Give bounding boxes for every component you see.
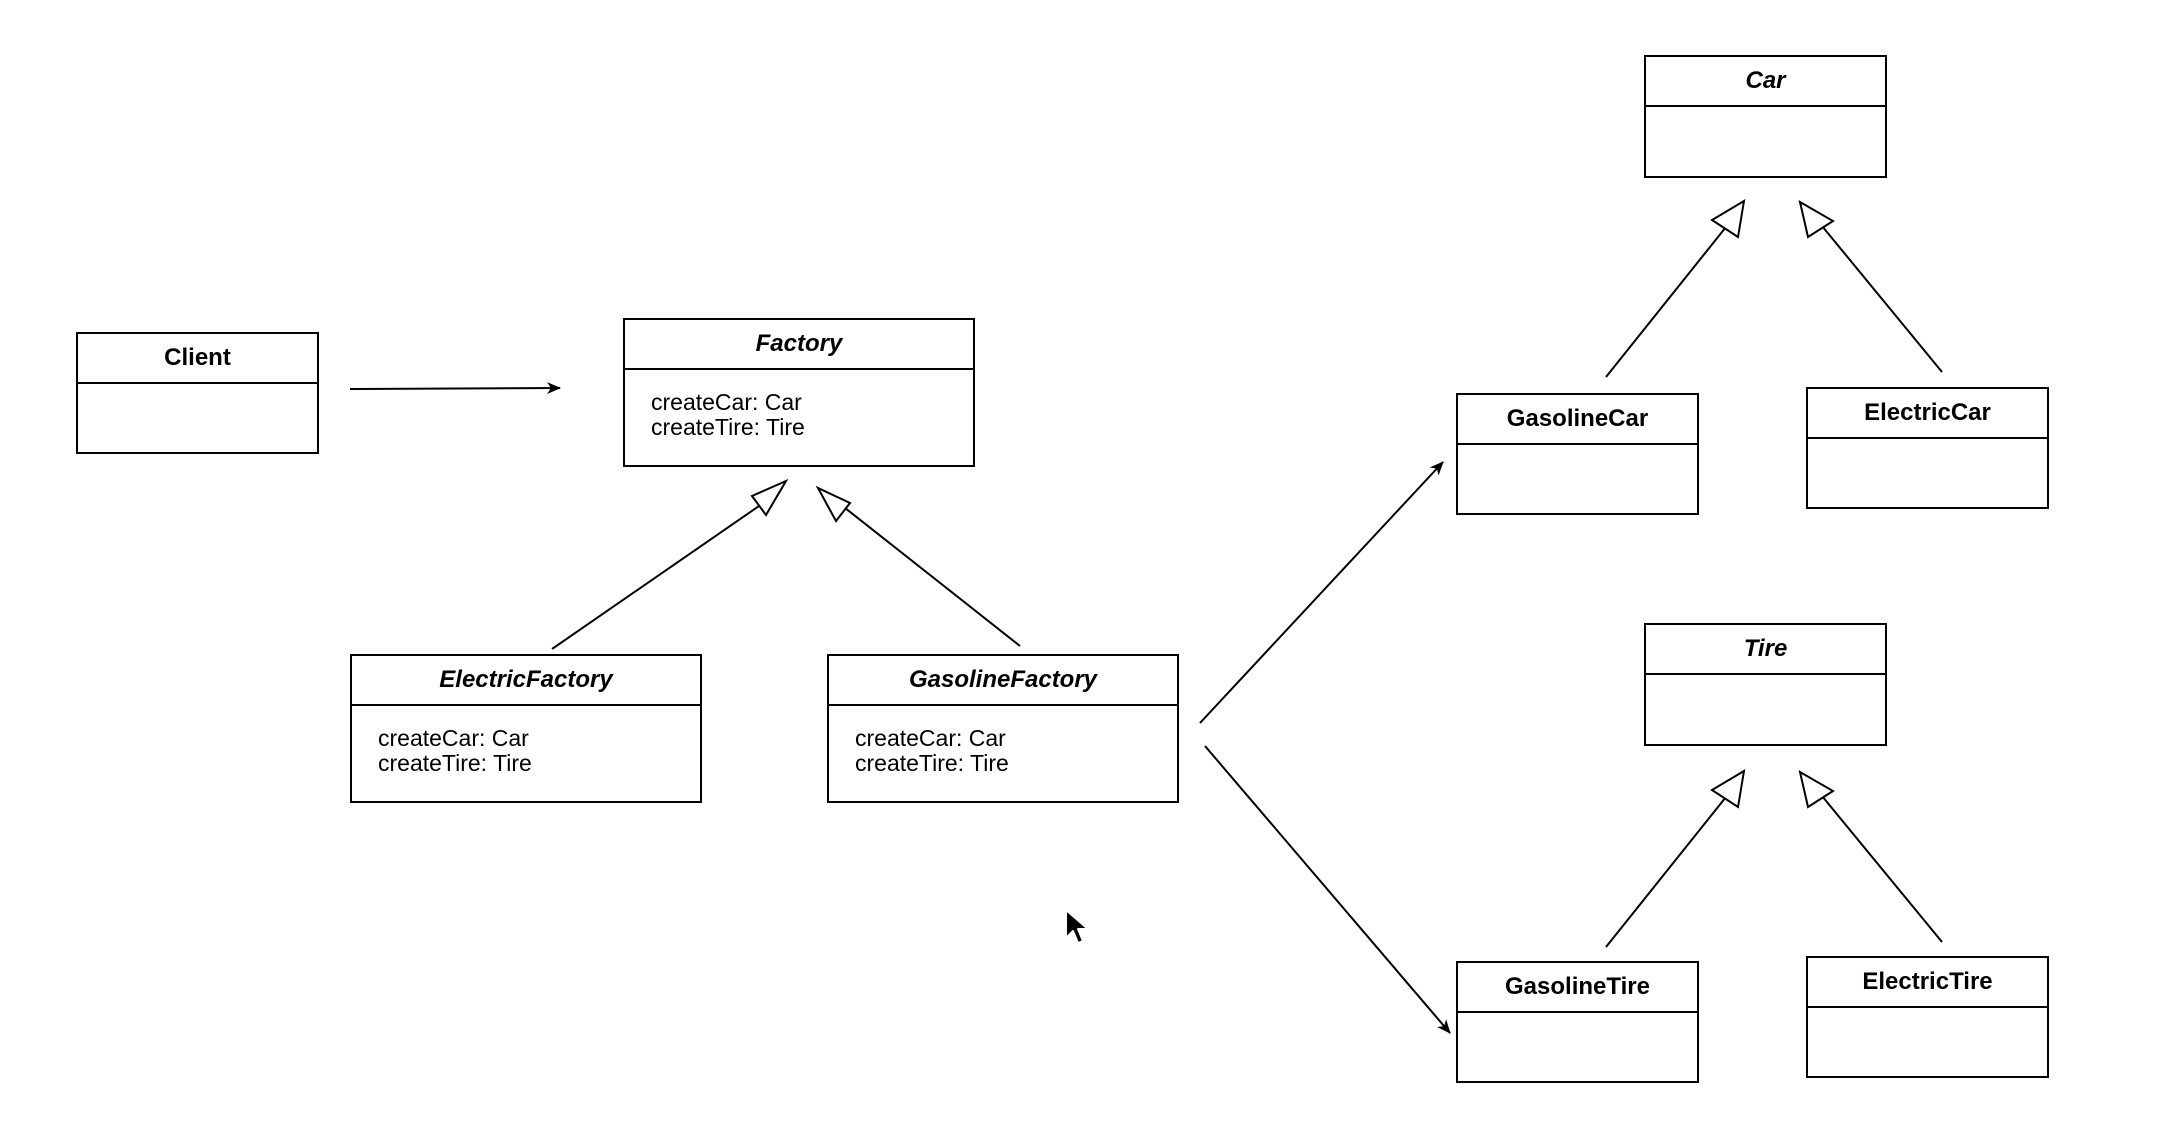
class-electric-factory-method-create-tire: createTire: Tire	[378, 750, 532, 776]
class-gasoline-tire[interactable]: GasolineTire	[1456, 961, 1699, 1083]
mouse-cursor-icon	[1065, 909, 1089, 944]
class-gasoline-factory[interactable]: GasolineFactory createCar: Car createTir…	[827, 654, 1179, 803]
generalization-gasolinefactory-arrowhead	[815, 485, 852, 523]
class-factory-method-create-tire: createTire: Tire	[651, 414, 805, 440]
class-car-name: Car	[1646, 57, 1885, 107]
class-factory[interactable]: Factory createCar: Car createTire: Tire	[623, 318, 975, 467]
class-electric-car[interactable]: ElectricCar	[1806, 387, 2049, 509]
class-electric-tire[interactable]: ElectricTire	[1806, 956, 2049, 1078]
generalization-electrictire-arrowhead	[1798, 769, 1835, 809]
class-client-name: Client	[78, 334, 317, 384]
class-factory-name: Factory	[625, 320, 973, 370]
generalization-electrictire-line	[1821, 795, 1943, 943]
class-electric-tire-body	[1808, 1008, 2047, 1028]
class-tire-name: Tire	[1646, 625, 1885, 675]
class-gasoline-factory-method-create-tire: createTire: Tire	[855, 750, 1009, 776]
class-gasoline-factory-method-create-car: createCar: Car	[855, 725, 1006, 751]
association-gasolinefactory-gasolinetire	[1204, 745, 1451, 1034]
generalization-gasolinefactory-line	[839, 503, 1021, 647]
class-electric-factory-method-create-car: createCar: Car	[378, 725, 529, 751]
generalization-gasolinecar-arrowhead	[1710, 199, 1746, 239]
generalization-electriccar-arrowhead	[1798, 199, 1835, 239]
class-gasoline-tire-name: GasolineTire	[1458, 963, 1697, 1013]
class-tire-body	[1646, 675, 1885, 695]
class-tire[interactable]: Tire	[1644, 623, 1887, 746]
class-electric-factory-body: createCar: Car createTire: Tire	[352, 706, 700, 776]
class-electric-tire-name: ElectricTire	[1808, 958, 2047, 1008]
generalization-gasolinetire-arrowhead	[1710, 769, 1746, 809]
class-factory-body: createCar: Car createTire: Tire	[625, 370, 973, 440]
generalization-electricfactory-arrowhead	[750, 478, 789, 517]
class-client[interactable]: Client	[76, 332, 319, 454]
class-gasoline-tire-body	[1458, 1013, 1697, 1033]
class-gasoline-factory-body: createCar: Car createTire: Tire	[829, 706, 1177, 776]
class-gasoline-car-name: GasolineCar	[1458, 395, 1697, 445]
class-electric-car-body	[1808, 439, 2047, 459]
class-electric-factory[interactable]: ElectricFactory createCar: Car createTir…	[350, 654, 702, 803]
class-gasoline-factory-name: GasolineFactory	[829, 656, 1177, 706]
association-gasolinefactory-gasolinecar	[1199, 461, 1444, 724]
class-gasoline-car[interactable]: GasolineCar	[1456, 393, 1699, 515]
class-client-body	[78, 384, 317, 404]
generalization-electriccar-line	[1821, 225, 1943, 373]
class-gasoline-car-body	[1458, 445, 1697, 465]
class-electric-car-name: ElectricCar	[1808, 389, 2047, 439]
class-electric-factory-name: ElectricFactory	[352, 656, 700, 706]
association-client-factory	[349, 382, 561, 395]
generalization-electricfactory-line	[551, 505, 760, 650]
class-car-body	[1646, 107, 1885, 127]
class-car[interactable]: Car	[1644, 55, 1887, 178]
generalization-gasolinecar-line	[1605, 221, 1731, 378]
generalization-gasolinetire-line	[1605, 791, 1731, 948]
class-factory-method-create-car: createCar: Car	[651, 389, 802, 415]
